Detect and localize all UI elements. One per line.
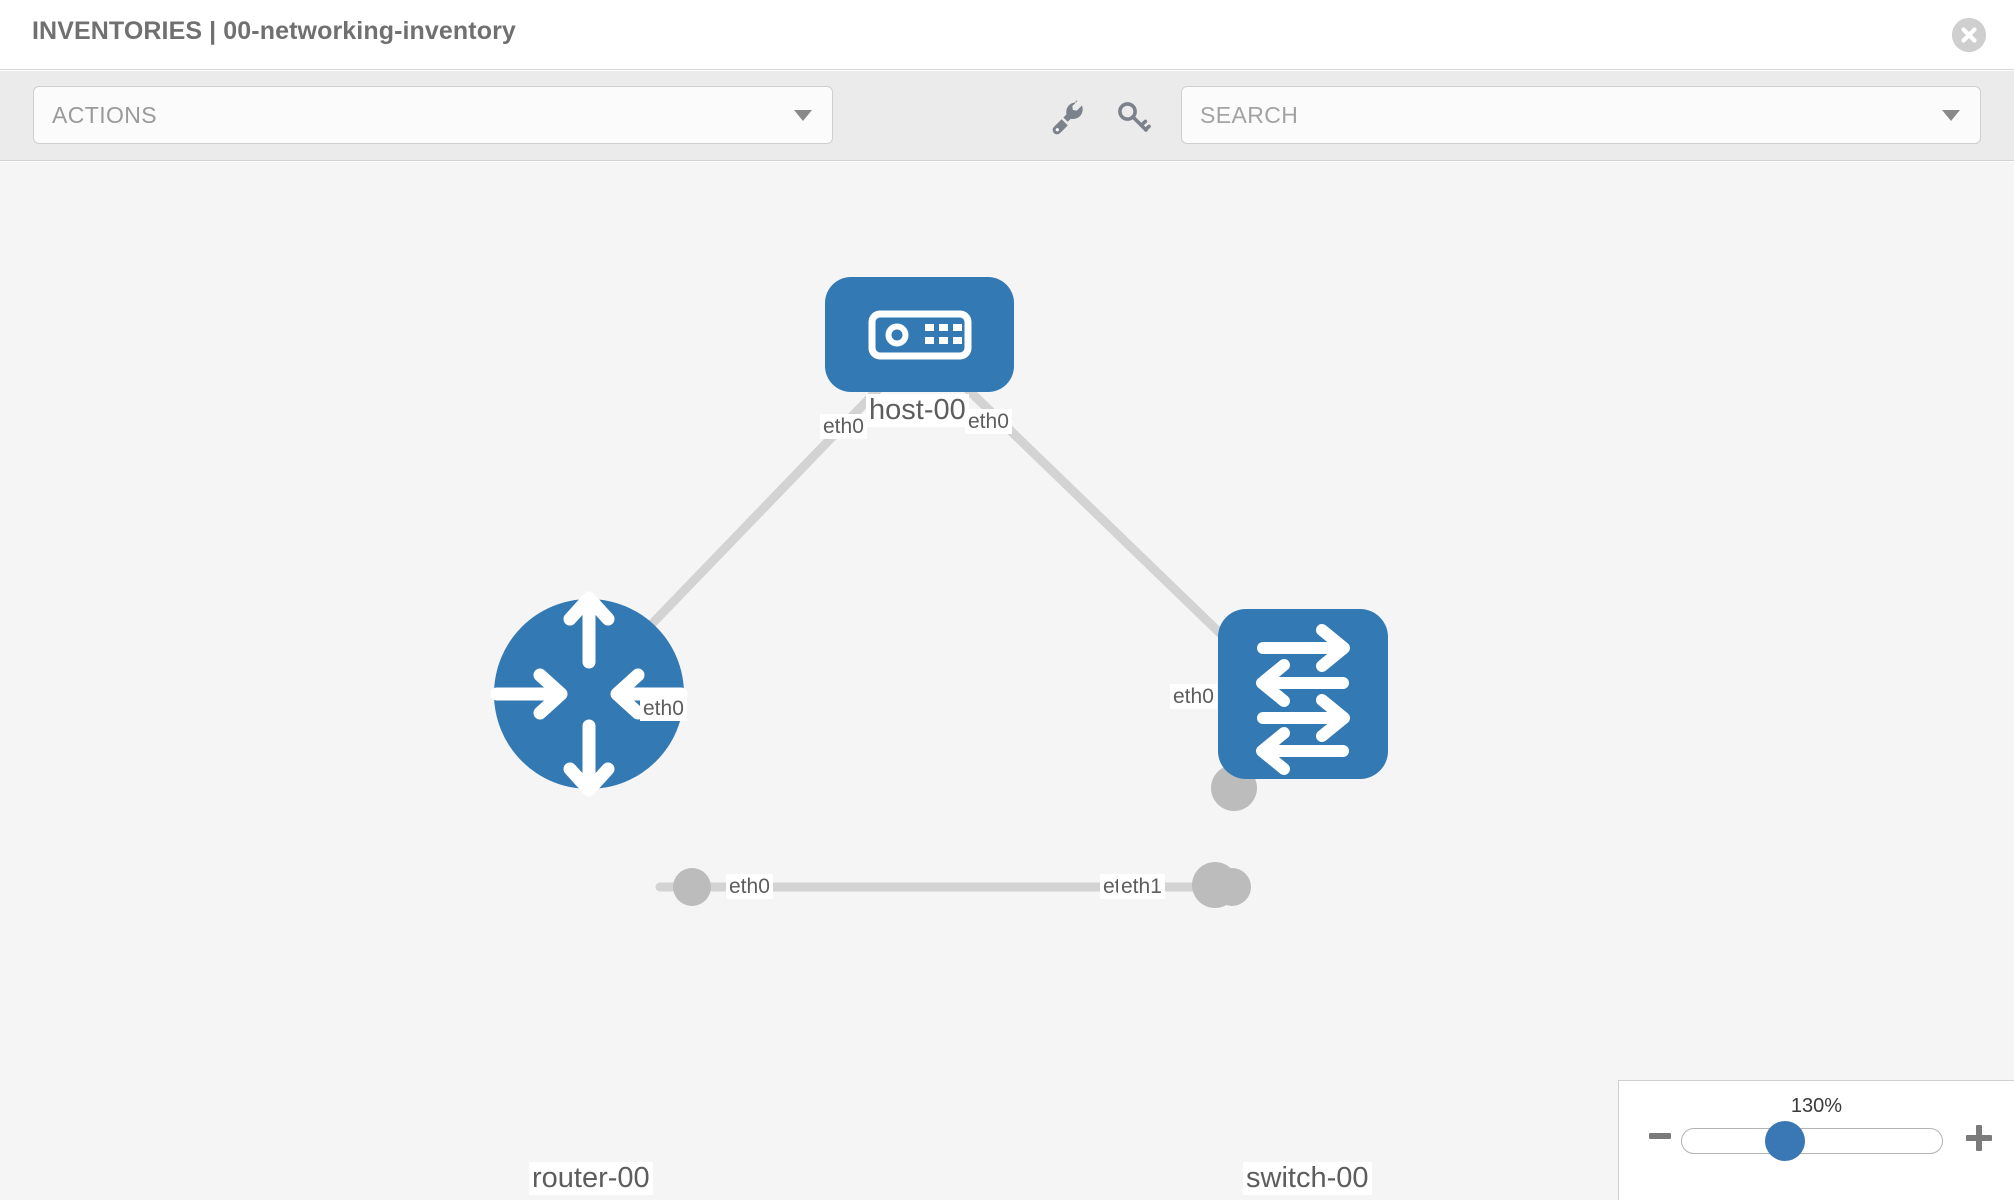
- edge-label-router-up: eth0: [640, 696, 687, 721]
- chevron-down-icon[interactable]: [1942, 110, 1960, 121]
- key-icon[interactable]: [1113, 97, 1153, 137]
- topology-links: [615, 372, 1260, 892]
- edge-label-host-right: eth0: [965, 409, 1012, 434]
- page-header: INVENTORIES | 00-networking-inventory: [0, 0, 2014, 70]
- page-title: INVENTORIES | 00-networking-inventory: [32, 17, 516, 45]
- search-input[interactable]: SEARCH: [1181, 86, 1981, 144]
- port-marker: [673, 868, 711, 906]
- node-label-switch: switch-00: [1243, 1162, 1372, 1195]
- node-host-00: [825, 277, 1014, 392]
- actions-dropdown[interactable]: ACTIONS: [33, 86, 833, 144]
- toolbar: ACTIONS SEARC: [0, 71, 2014, 161]
- chevron-down-icon: [794, 110, 812, 121]
- zoom-percent-label: 130%: [1790, 1095, 1843, 1117]
- edge-label-switch-up: eth0: [1170, 684, 1217, 709]
- topology-canvas[interactable]: host-00 eth0 eth0 eth0 eth0 eth0 eth0 et…: [0, 162, 2014, 1200]
- node-switch-00: [1218, 609, 1388, 779]
- node-label-host: host-00: [866, 394, 969, 427]
- edge-label-host-left: eth0: [820, 414, 867, 439]
- actions-dropdown-label: ACTIONS: [52, 102, 158, 128]
- zoom-in-button[interactable]: [1964, 1123, 1994, 1158]
- search-placeholder: SEARCH: [1200, 102, 1299, 128]
- wrench-icon[interactable]: [1046, 97, 1086, 137]
- zoom-out-button[interactable]: [1647, 1123, 1673, 1154]
- port-marker: [1192, 862, 1238, 908]
- zoom-slider-track[interactable]: [1681, 1128, 1943, 1154]
- edge-label-router-right: eth0: [726, 874, 773, 899]
- node-label-router: router-00: [529, 1162, 653, 1195]
- edge-label-switch-left: eth1: [1118, 874, 1165, 899]
- zoom-slider-thumb[interactable]: [1765, 1121, 1805, 1161]
- node-router-00: [490, 591, 688, 797]
- close-icon[interactable]: [1952, 18, 1986, 52]
- zoom-control-panel: 130%: [1618, 1080, 2014, 1200]
